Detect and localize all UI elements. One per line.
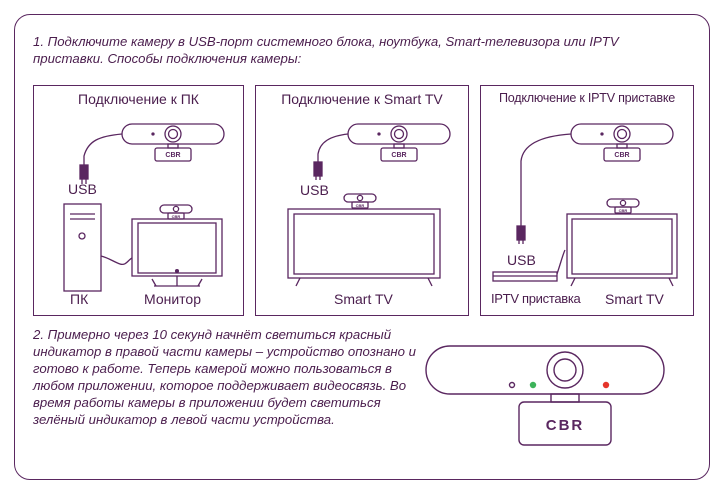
webcam-large-icon: CBR [425, 345, 665, 446]
smart-tv-icon [287, 193, 441, 287]
iptv-connection-illustration: CBR CBR [492, 123, 678, 287]
tv-connection-illustration: CBR CBR [287, 123, 451, 287]
usb-cable [520, 133, 572, 226]
pc-connection-illustration: CBR CBR [63, 123, 225, 292]
webcam-brand: CBR [165, 152, 180, 159]
usb-cable [317, 133, 349, 162]
panel-smarttv-connection: Подключение к Smart TV [255, 85, 469, 316]
iptv-usb-label: USB [507, 252, 536, 268]
panel-iptv-connection: Подключение к IPTV приставке [480, 85, 694, 316]
red-led-indicator [602, 381, 610, 389]
pc-usb-label: USB [68, 181, 97, 197]
webcam-brand: CBR [391, 152, 406, 159]
panel-pc-connection: Подключение к ПК [33, 85, 244, 316]
usb-plug-icon [516, 225, 526, 241]
usb-plug-icon [79, 164, 89, 180]
iptv-box-label: IPTV приставка [491, 291, 581, 306]
panel-tv-title: Подключение к Smart TV [281, 91, 443, 107]
step-2-text: 2. Примерно через 10 секунд начнёт свети… [33, 327, 417, 427]
tv-usb-label: USB [300, 182, 329, 198]
instruction-card [14, 14, 710, 480]
usb-plug-icon [313, 161, 323, 177]
pc-label: ПК [70, 291, 89, 307]
camera-brand-logo: CBR [546, 417, 585, 434]
step-1-text: 1. Подключите камеру в USB-порт системно… [33, 34, 619, 66]
panel-iptv-title: Подключение к IPTV приставке [499, 91, 675, 105]
hdmi-cable [556, 249, 566, 275]
smart-tv-icon [566, 198, 678, 287]
monitor-label: Монитор [144, 291, 201, 307]
webcam-brand: CBR [614, 152, 629, 159]
pc-tower-icon [63, 203, 102, 292]
usb-cable [83, 133, 123, 165]
tv-camera-brand: CBR [619, 208, 628, 213]
monitor-icon [131, 204, 223, 287]
green-led-indicator [529, 381, 537, 389]
smart-tv-label: Smart TV [334, 291, 393, 307]
tv-camera-brand: CBR [356, 203, 365, 208]
monitor-camera-brand: CBR [172, 214, 181, 219]
iptv-tv-label: Smart TV [605, 291, 664, 307]
iptv-box-icon [492, 271, 558, 282]
panel-pc-title: Подключение к ПК [78, 91, 199, 107]
